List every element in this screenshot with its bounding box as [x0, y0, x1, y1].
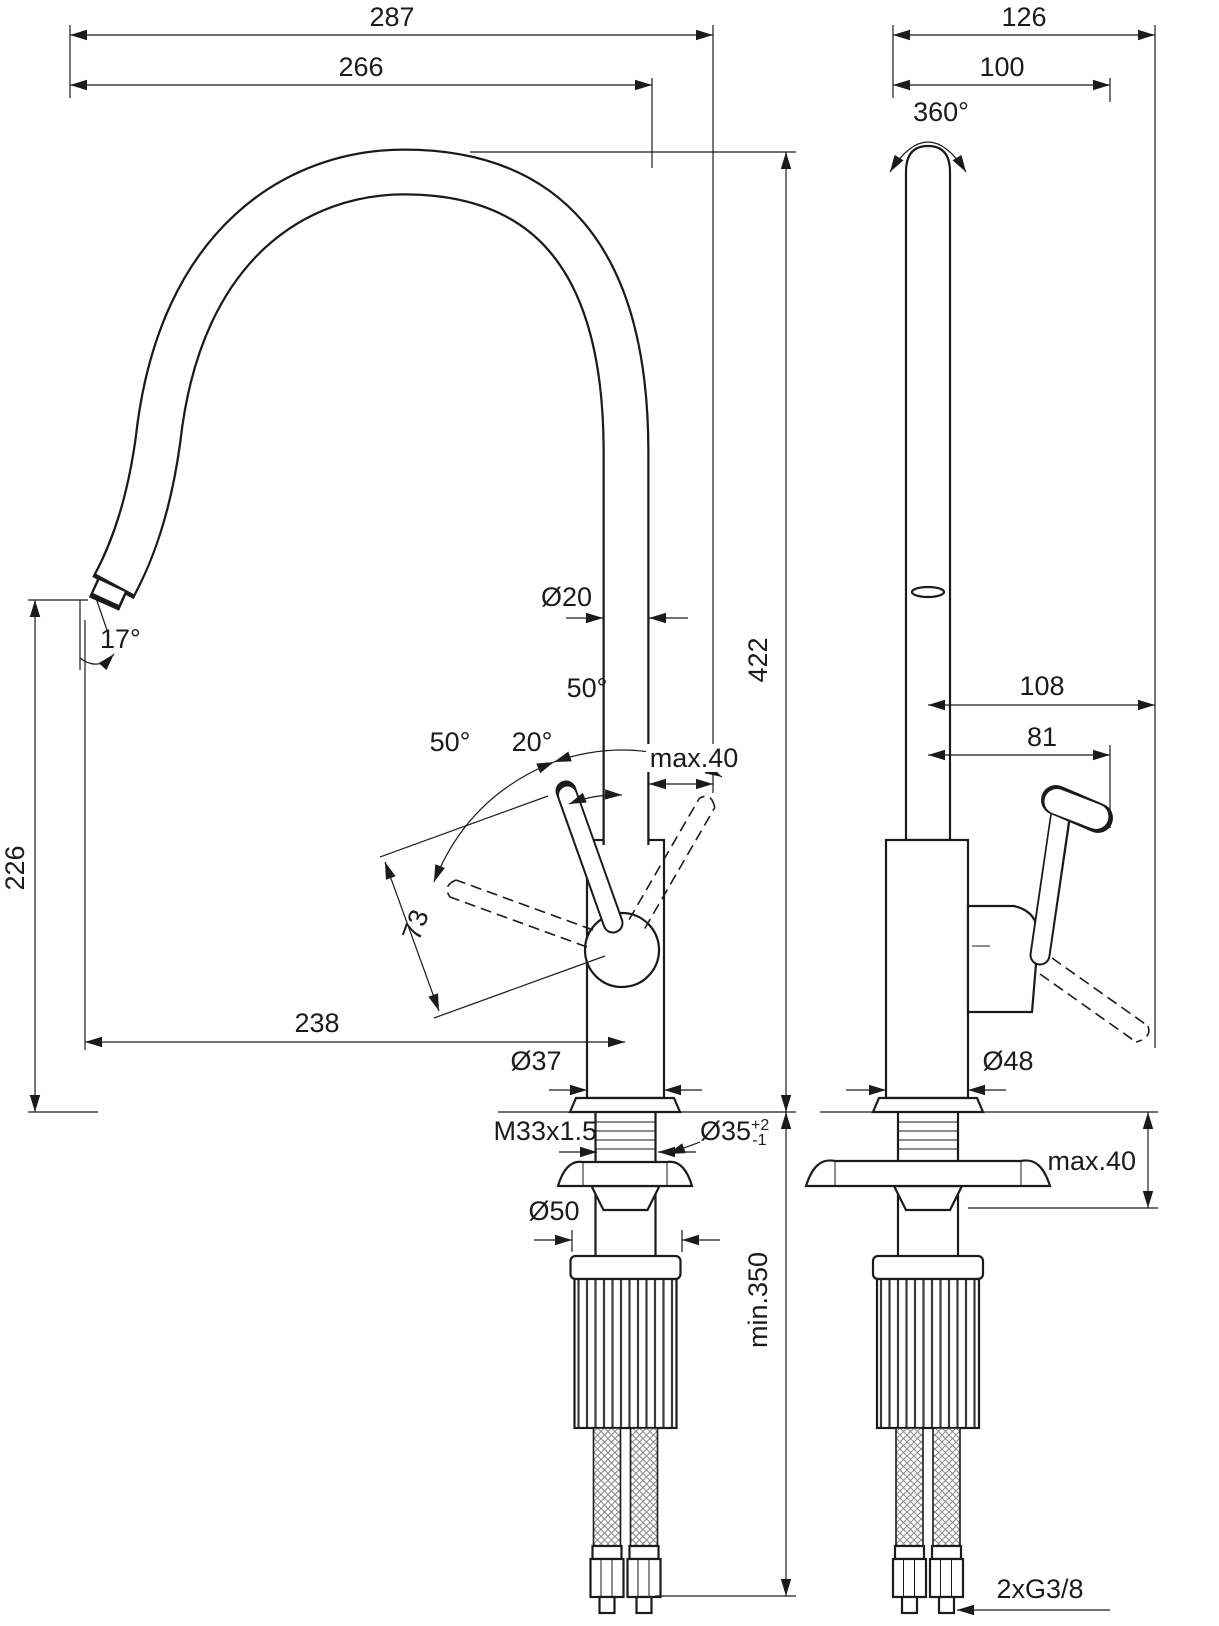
dim-overall-depth: 126	[1001, 2, 1046, 32]
dim-spout-height: 226	[0, 845, 30, 890]
cartridge-housing	[966, 904, 1040, 1014]
front-view	[88, 148, 716, 1615]
dim-thread-spec: M33x1.5	[493, 1116, 597, 1146]
dim-handle-tilt: 20°	[512, 727, 553, 757]
dim-min-depth: min.350	[743, 1252, 773, 1348]
label-backing	[646, 744, 744, 772]
dim-overall-height: 422	[743, 637, 773, 682]
handle-alt-position-side	[1039, 957, 1150, 1043]
dim-base-diameter-side: Ø48	[982, 1046, 1033, 1076]
dimension-lines	[28, 25, 1158, 1611]
handle-alt-position-left	[446, 879, 594, 948]
dim-handle-overhang: max.40	[650, 743, 739, 773]
dim-swivel-angle: 360°	[913, 97, 969, 127]
dim-hole-diameter: Ø35+2-1	[700, 1116, 769, 1149]
base-ring	[568, 1096, 682, 1114]
side-view	[804, 144, 1150, 1615]
dim-spout-diameter: Ø20	[541, 582, 592, 612]
dim-base-diameter: Ø50	[528, 1196, 579, 1226]
dim-body-diameter: Ø37	[510, 1046, 561, 1076]
dim-handle-swing-left: 50°	[430, 727, 471, 757]
dim-upper-depth: 100	[979, 52, 1024, 82]
clamp-plate	[556, 1160, 694, 1188]
dim-overall-width: 287	[369, 2, 414, 32]
dim-deck-thickness-max: max.40	[1047, 1146, 1136, 1176]
dim-handle-reach-max: 108	[1019, 671, 1064, 701]
dim-spout-width: 266	[338, 52, 383, 82]
handle-ball-joint	[583, 911, 661, 989]
base-ring-side	[871, 1096, 985, 1114]
dim-handle-swing-right: 50°	[567, 673, 608, 703]
dim-outlet-angle: 17°	[100, 624, 141, 654]
dim-hose-connection: 2xG3/8	[996, 1574, 1083, 1604]
handle-alt-position-right	[628, 795, 716, 929]
dim-spout-reach: 238	[294, 1008, 339, 1038]
mixer-body-side	[884, 838, 970, 1100]
clamp-plate-side	[804, 1159, 1052, 1188]
dim-handle-reach: 81	[1027, 722, 1057, 752]
dimension-labels: 287 266 126 100 360° 226 422 min.350 17°…	[0, 2, 1136, 1604]
outlet-side	[910, 585, 946, 599]
dim-handle-length: 73	[396, 906, 434, 944]
spout-pipe-side	[904, 144, 952, 842]
